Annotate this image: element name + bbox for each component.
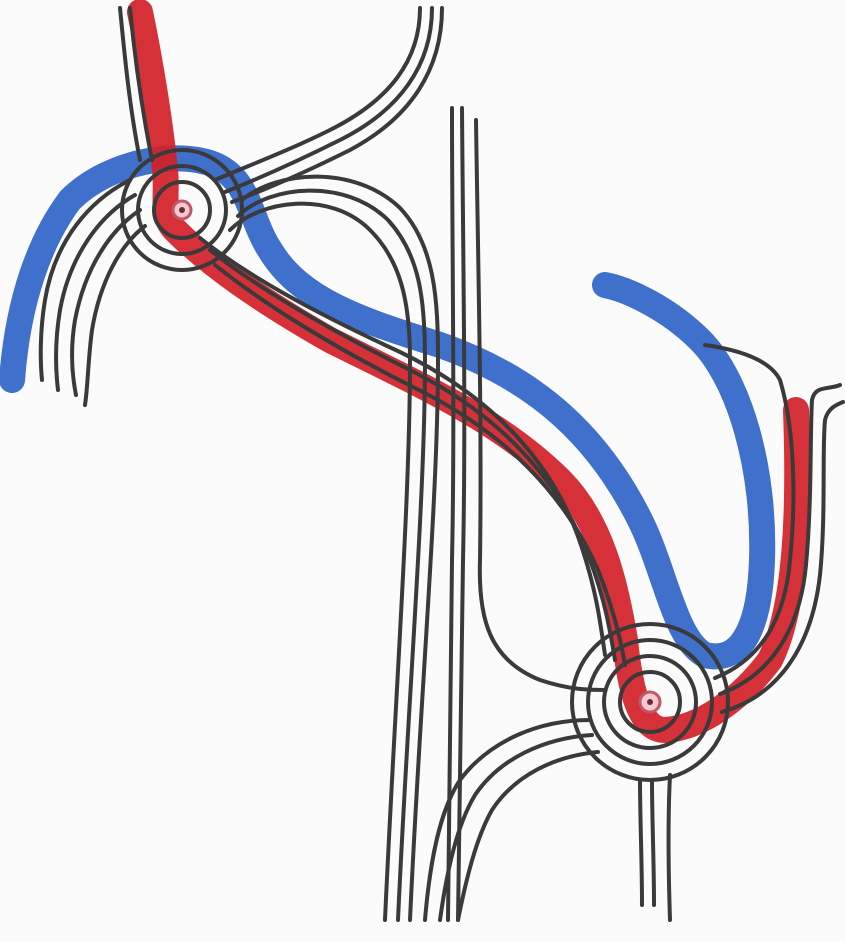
roundabout-center-dot [647, 699, 653, 705]
road-line [669, 775, 671, 920]
roundabout-center-dot [179, 207, 185, 213]
road-line [640, 780, 642, 905]
road-line [652, 780, 654, 905]
